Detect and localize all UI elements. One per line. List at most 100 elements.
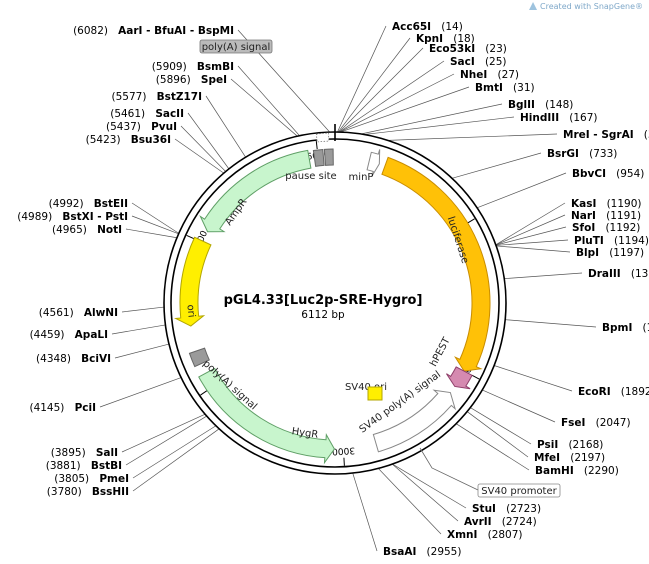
site-position: (1192) [605, 222, 640, 234]
site-label-psii[interactable]: PsiI (2168) [537, 433, 603, 452]
site-label-saci[interactable]: SacI (25) [450, 50, 507, 69]
site-position: (306) [644, 129, 649, 141]
site-label-acc65i[interactable]: Acc65I (14) [392, 15, 463, 34]
site-leader [340, 86, 470, 133]
site-label-bmti[interactable]: BmtI (31) [475, 76, 535, 95]
feature-poly-a-signal[interactable] [188, 347, 210, 368]
spacer [87, 218, 97, 237]
site-label-stui[interactable]: StuI (2723) [472, 497, 541, 516]
site-name: ApaLI [75, 329, 108, 341]
site-label-kasi[interactable]: KasI (1190) [571, 192, 641, 211]
site-label-mfei[interactable]: MfeI (2197) [534, 446, 605, 465]
site-label-xmni[interactable]: XmnI (2807) [447, 523, 523, 542]
site-position: (3780) [47, 486, 82, 498]
site-label-eco53ki[interactable]: Eco53kI (23) [429, 37, 507, 56]
site-position: (5437) [106, 121, 141, 133]
site-label-bstxi-psti[interactable]: (4989) BstXI - PstI [17, 205, 128, 224]
site-label-bsu36i[interactable]: (5423) Bsu36I [86, 128, 171, 147]
site-label-sacii[interactable]: (5461) SacII [110, 102, 184, 121]
site-label-pvui[interactable]: (5437) PvuI [106, 115, 177, 134]
feature-pause-site[interactable] [323, 148, 334, 166]
poly-a-signal-box[interactable] [199, 39, 273, 54]
site-name: BpmI [602, 322, 632, 334]
site-leader [455, 423, 530, 471]
site-label-bsrgi[interactable]: BsrGI (733) [547, 142, 617, 161]
spacer [596, 192, 606, 211]
site-leader [121, 413, 206, 453]
site-name: MfeI [534, 452, 560, 464]
site-label-pcii[interactable]: (4145) PciI [29, 396, 96, 415]
site-label-bsaai[interactable]: BsaAI (2955) [383, 540, 461, 559]
site-label-nari[interactable]: NarI (1191) [571, 204, 641, 223]
site-label-bbvci[interactable]: BbvCI (954) [572, 162, 644, 181]
site-name: BstEII [94, 198, 128, 210]
site-label-ecori[interactable]: EcoRI (1892) [578, 380, 649, 399]
feature-ampr[interactable] [199, 149, 312, 233]
site-label-kpni[interactable]: KpnI (18) [416, 27, 475, 46]
site-label-bsmbi[interactable]: (5909) BsmBI [152, 55, 234, 74]
feature-hpest[interactable] [446, 366, 473, 390]
site-leader [121, 306, 165, 313]
site-name: FseI [561, 417, 585, 429]
feature-hygr[interactable] [198, 367, 335, 465]
site-label-noti[interactable]: (4965) NotI [52, 218, 122, 237]
feature-pause-site[interactable] [312, 148, 325, 167]
credit-text: Created with SnapGene® [540, 2, 643, 11]
site-label-bstbi[interactable]: (3881) BstBI [46, 454, 122, 473]
site-leader [187, 112, 230, 170]
site-position: (1623) [643, 322, 649, 334]
site-name: BstZ17I [157, 91, 202, 103]
spacer [84, 192, 94, 211]
site-label-bcivi[interactable]: (4348) BciVI [36, 347, 111, 366]
site-position: (3805) [54, 473, 89, 485]
sv40-promoter-box[interactable] [477, 483, 561, 498]
site-position: (31) [513, 82, 535, 94]
site-label-bsshii[interactable]: (3780) BssHII [47, 480, 129, 499]
site-label-bsteii[interactable]: (4992) BstEII [49, 192, 128, 211]
site-label-spei[interactable]: (5896) SpeI [156, 68, 227, 87]
site-name: PvuI [151, 121, 177, 133]
site-leader [339, 73, 455, 133]
feature-luciferase[interactable] [381, 156, 491, 372]
site-label-sfoi[interactable]: SfoI (1192) [572, 216, 640, 235]
site-label-avrii[interactable]: AvrII (2724) [464, 510, 537, 529]
site-label-draiii[interactable]: DraIII (1389) [588, 262, 649, 281]
site-name: Eco53kI [429, 43, 475, 55]
site-label-bpmi[interactable]: BpmI (1623) [602, 316, 649, 335]
site-leader [174, 138, 224, 174]
site-position: (2723) [506, 503, 541, 515]
feature-minp[interactable] [366, 149, 381, 177]
site-label-blpi[interactable]: BlpI (1197) [576, 241, 644, 260]
site-label-nhei[interactable]: NheI (27) [460, 63, 519, 82]
site-label-alwni[interactable]: (4561) AlwNI [39, 301, 118, 320]
site-leader [476, 172, 567, 209]
site-leader [125, 228, 178, 239]
site-leader [482, 389, 556, 423]
site-label-aari-bfuai-bspmi[interactable]: (6082) AarI - BfuAI - BspMI [73, 19, 234, 38]
site-name: BciVI [81, 353, 111, 365]
feature-label-sv40-ori: SV40 ori [345, 382, 387, 393]
feature-sv40-poly-a-signal[interactable] [372, 389, 457, 453]
site-name: KasI [571, 198, 596, 210]
site-position: (18) [453, 33, 475, 45]
site-label-sali[interactable]: (3895) SalI [51, 441, 118, 460]
site-name: BlpI [576, 247, 599, 259]
site-label-fsei[interactable]: FseI (2047) [561, 411, 631, 430]
site-leader [495, 226, 567, 246]
site-label-bamhi[interactable]: BamHI (2290) [535, 459, 619, 478]
site-label-pluti[interactable]: PluTI (1194) [574, 229, 649, 248]
site-leader [99, 377, 182, 408]
site-name: BssHII [92, 486, 129, 498]
site-position: (27) [497, 69, 519, 81]
site-name: DraIII [588, 268, 621, 280]
feature-ori[interactable] [173, 236, 212, 327]
site-label-mrei-sgrai[interactable]: MreI - SgrAI (306) [563, 123, 649, 142]
site-leader [352, 472, 378, 552]
site-label-pmei[interactable]: (3805) PmeI [54, 467, 129, 486]
feature-sv40-ori[interactable] [367, 386, 383, 401]
site-name: AlwNI [84, 307, 118, 319]
site-label-hindiii[interactable]: HindIII (167) [520, 106, 598, 125]
site-label-bstz17i[interactable]: (5577) BstZ17I [112, 85, 203, 104]
site-label-apali[interactable]: (4459) ApaLI [30, 323, 108, 342]
site-label-bglii[interactable]: BglII (148) [508, 93, 573, 112]
